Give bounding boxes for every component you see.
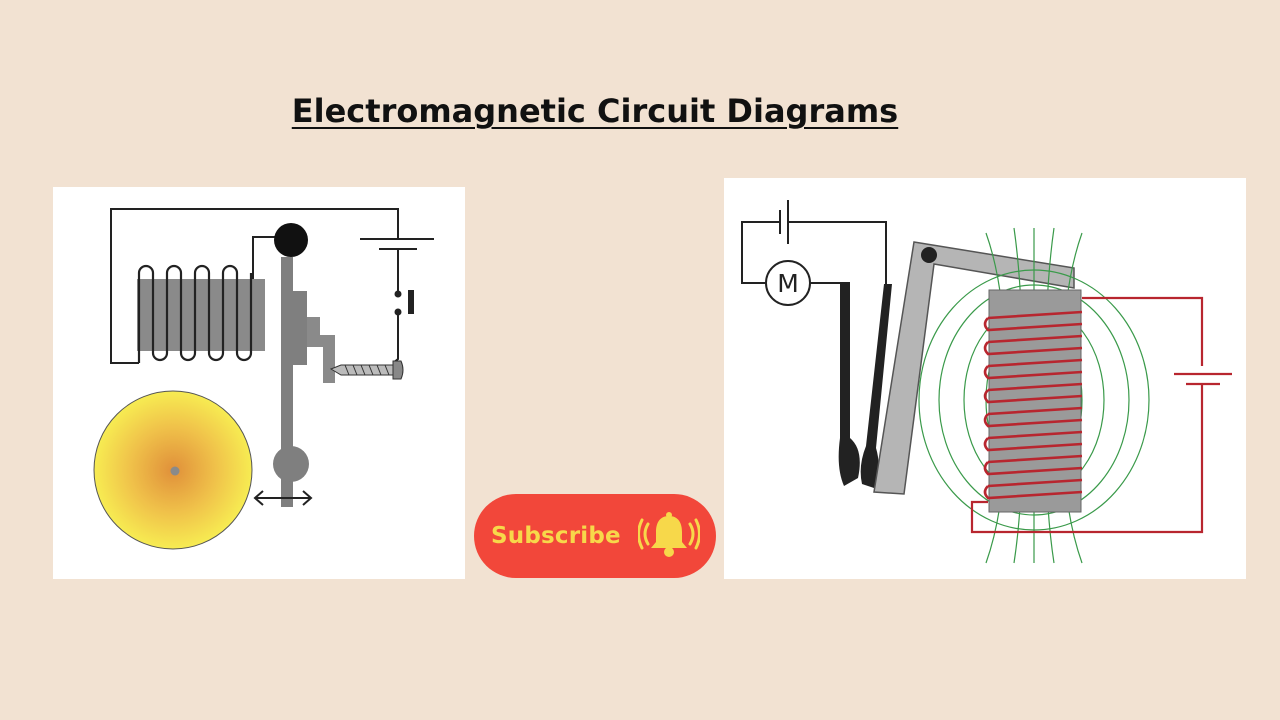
armature-spring [281, 257, 293, 507]
electric-bell-diagram [53, 187, 465, 579]
gong-center-bolt [170, 466, 180, 476]
moving-contact-strip [860, 284, 892, 488]
motor-symbol [765, 260, 811, 306]
relay-svg: M [741, 200, 1232, 564]
page-title: Electromagnetic Circuit Diagrams [291, 92, 899, 130]
contact-screw [329, 360, 404, 380]
electromagnet-core [137, 279, 265, 351]
bell-hammer [273, 446, 309, 482]
relay-diagram: M [724, 178, 1246, 579]
subscribe-button[interactable]: Subscribe [474, 494, 716, 578]
contact-bracket [307, 317, 335, 383]
armature-pivot [274, 223, 308, 257]
armature-hinge [921, 247, 937, 263]
hammer-motion-arrow [253, 490, 313, 506]
electromagnet-coil [137, 264, 253, 363]
armature-plate [293, 291, 307, 365]
switch-contact-bottom [394, 308, 402, 316]
motor-circuit-wires [741, 200, 887, 478]
relay-armature [873, 241, 1075, 495]
motor-label: M [777, 269, 799, 298]
switch-contact-top [394, 290, 402, 298]
bell-ringing-icon [638, 512, 700, 557]
coil-circuit-wires [970, 296, 1232, 534]
push-switch [408, 290, 414, 314]
fixed-contact-strip [838, 282, 860, 486]
bell-circuit-wires [110, 208, 434, 364]
electric-bell-svg [93, 208, 434, 550]
relay-coil [983, 310, 1083, 500]
subscribe-label: Subscribe [491, 523, 621, 549]
